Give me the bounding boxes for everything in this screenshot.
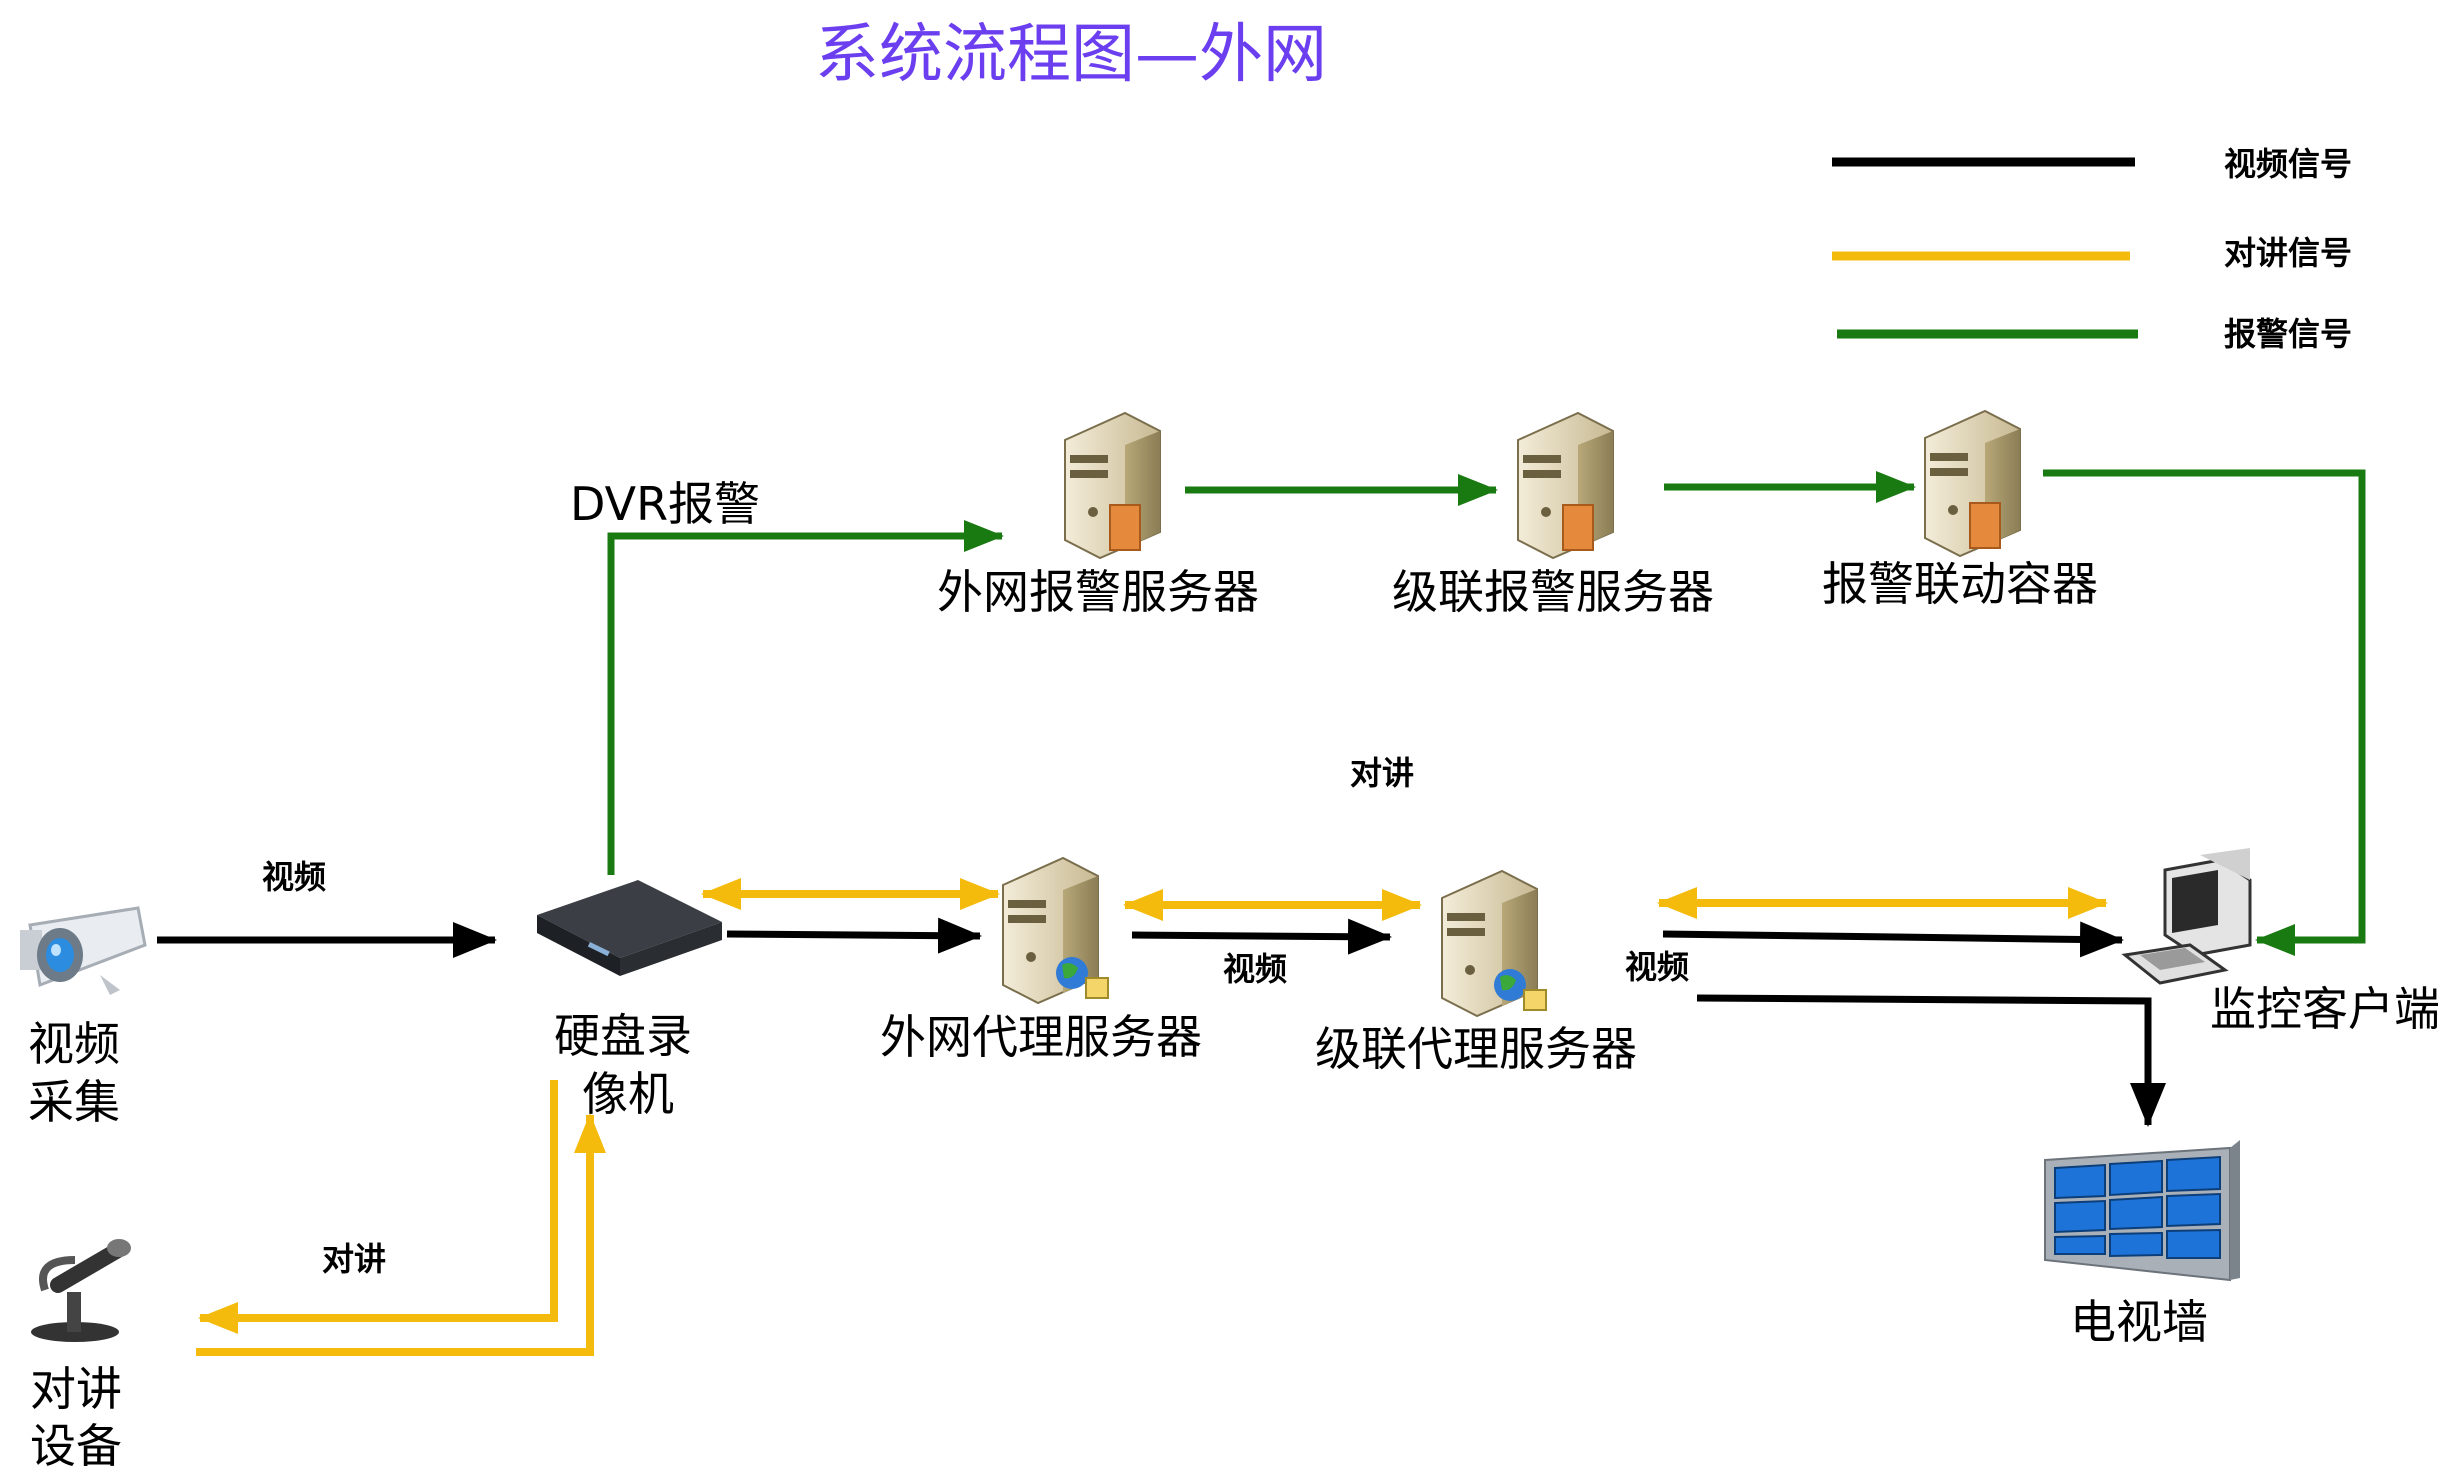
proxy-server-icon bbox=[1002, 856, 1109, 1005]
alarm-linkage-label: 报警联动容器 bbox=[1822, 557, 2098, 611]
legend-video-label: 视频信号 bbox=[2224, 145, 2352, 183]
proxy-server-label: 外网代理服务器 bbox=[880, 1010, 1202, 1064]
legend-alarm-label: 报警信号 bbox=[2224, 315, 2352, 353]
alarm-server-icon bbox=[1064, 411, 1161, 560]
mic-to-dvr-intercom-arrow bbox=[196, 1113, 606, 1356]
cascade-proxy-server-label: 级联代理服务器 bbox=[1315, 1022, 1637, 1076]
video-wall-icon bbox=[2044, 1140, 2240, 1282]
video-wall-label: 电视墙 bbox=[2070, 1295, 2208, 1349]
dvr-label-2: 像机 bbox=[582, 1067, 674, 1121]
intercom-top-label: 对讲 bbox=[1350, 754, 1414, 792]
dvr-alarm-label: DVR报警 bbox=[570, 477, 760, 531]
cascade-alarm-server-icon bbox=[1517, 411, 1614, 560]
dvr-to-proxy-arrow bbox=[726, 917, 982, 954]
cascade-alarm-server-label: 级联报警服务器 bbox=[1392, 565, 1714, 619]
client-label: 监控客户端 bbox=[2210, 982, 2440, 1036]
alarm-server-label: 外网报警服务器 bbox=[937, 565, 1259, 619]
diagram-title: 系统流程图—外网 bbox=[815, 18, 1327, 92]
dvr-to-mic-intercom-arrow bbox=[198, 1080, 558, 1334]
legend: 视频信号 对讲信号 报警信号 bbox=[1832, 145, 2352, 353]
proxy-video-label: 视频 bbox=[1223, 950, 1287, 988]
cascade-to-videowall-arrow bbox=[1696, 994, 2166, 1127]
camera-label-1: 视频 bbox=[28, 1017, 120, 1071]
mic-label-2: 设备 bbox=[30, 1419, 122, 1473]
camera-video-label: 视频 bbox=[262, 858, 326, 896]
legend-intercom-label: 对讲信号 bbox=[2224, 234, 2352, 272]
camera-label-2: 采集 bbox=[28, 1075, 120, 1129]
dvr-alarm-arrow bbox=[607, 520, 1004, 875]
mic-icon bbox=[31, 1239, 131, 1342]
cascade-proxy-server-icon bbox=[1441, 869, 1547, 1018]
proxy-to-cascade-arrow bbox=[1131, 918, 1392, 955]
cascade-to-client-arrow bbox=[1662, 921, 2124, 958]
mic-intercom-label: 对讲 bbox=[322, 1240, 386, 1278]
client-pc-icon bbox=[2121, 848, 2252, 985]
mic-label-1: 对讲 bbox=[30, 1362, 122, 1416]
camera-icon bbox=[20, 906, 147, 995]
alarm-linkage-icon bbox=[1924, 409, 2021, 558]
cascade-video-label: 视频 bbox=[1625, 948, 1689, 986]
dvr-icon bbox=[537, 880, 722, 976]
dvr-label-1: 硬盘录 bbox=[554, 1009, 692, 1063]
linkage-to-client-arrow bbox=[2043, 469, 2366, 956]
